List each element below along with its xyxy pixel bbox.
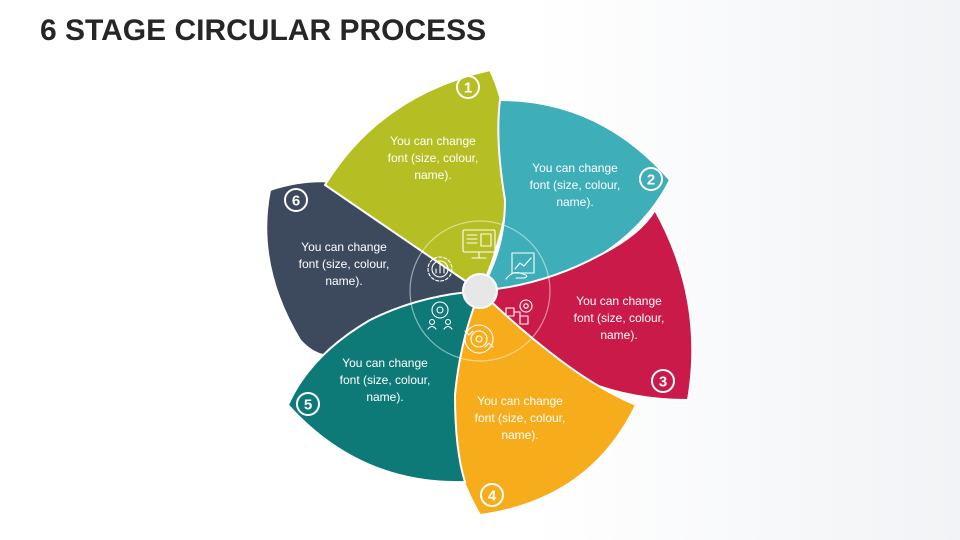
stage-5-text: You can change font (size, colour, name)… bbox=[340, 356, 431, 404]
petal-stage-5 bbox=[286, 289, 482, 484]
stage-5-number: 5 bbox=[304, 397, 312, 414]
stage-1-line-1: You can change bbox=[390, 134, 476, 148]
stage-3-line-1: You can change bbox=[576, 294, 662, 308]
stage-4-line-1: You can change bbox=[477, 394, 563, 408]
stage-3-number-badge: 3 bbox=[651, 369, 675, 393]
petal-shape-1 bbox=[323, 68, 509, 293]
stage-3-line-3: name). bbox=[600, 328, 637, 342]
stage-1-number: 1 bbox=[464, 80, 472, 97]
stage-3-line-2: font (size, colour, bbox=[574, 311, 665, 325]
page-title: 6 STAGE CIRCULAR PROCESS bbox=[40, 14, 487, 47]
stage-6-number: 6 bbox=[292, 193, 300, 210]
stage-3-number: 3 bbox=[659, 374, 667, 391]
stage-2-line-1: You can change bbox=[532, 161, 618, 175]
stage-4-text: You can change font (size, colour, name)… bbox=[475, 394, 566, 442]
stage-2-text: You can change font (size, colour, name)… bbox=[530, 161, 621, 209]
gear-people-icon bbox=[427, 301, 453, 330]
stage-1-text: You can change font (size, colour, name)… bbox=[388, 134, 479, 182]
gear-flow-icon bbox=[505, 299, 533, 325]
stage-5-number-badge: 5 bbox=[296, 392, 320, 416]
stage-4-line-2: font (size, colour, bbox=[475, 411, 566, 425]
stage-5-line-3: name). bbox=[366, 390, 403, 404]
petal-shape-5 bbox=[286, 289, 482, 484]
stage-1-number-badge: 1 bbox=[456, 75, 480, 99]
chart-hand-icon bbox=[505, 252, 535, 280]
stage-5-line-1: You can change bbox=[342, 356, 428, 370]
petal-stage-1 bbox=[323, 68, 509, 293]
stage-2-number-badge: 2 bbox=[639, 167, 663, 191]
gear-chart-icon bbox=[427, 256, 453, 282]
stage-1-line-2: font (size, colour, bbox=[388, 151, 479, 165]
stage-6-line-1: You can change bbox=[301, 240, 387, 254]
stage-6-line-3: name). bbox=[325, 274, 362, 288]
stage-2-line-3: name). bbox=[556, 195, 593, 209]
stage-3-text: You can change font (size, colour, name)… bbox=[574, 294, 665, 342]
stage-2-line-2: font (size, colour, bbox=[530, 178, 621, 192]
inner-ring bbox=[409, 220, 551, 362]
center-hub bbox=[462, 273, 498, 309]
stage-6-line-2: font (size, colour, bbox=[299, 257, 390, 271]
monitor-icon bbox=[462, 229, 496, 259]
stage-6-number-badge: 6 bbox=[284, 188, 308, 212]
stage-4-line-3: name). bbox=[501, 428, 538, 442]
stage-2-number: 2 bbox=[647, 172, 655, 189]
stage-4-number: 4 bbox=[488, 488, 497, 505]
stage-1-line-3: name). bbox=[414, 168, 451, 182]
stage-4-number-badge: 4 bbox=[480, 483, 504, 507]
stage-5-line-2: font (size, colour, bbox=[340, 373, 431, 387]
stage-6-text: You can change font (size, colour, name)… bbox=[299, 240, 390, 288]
target-cycle-icon bbox=[464, 324, 494, 354]
